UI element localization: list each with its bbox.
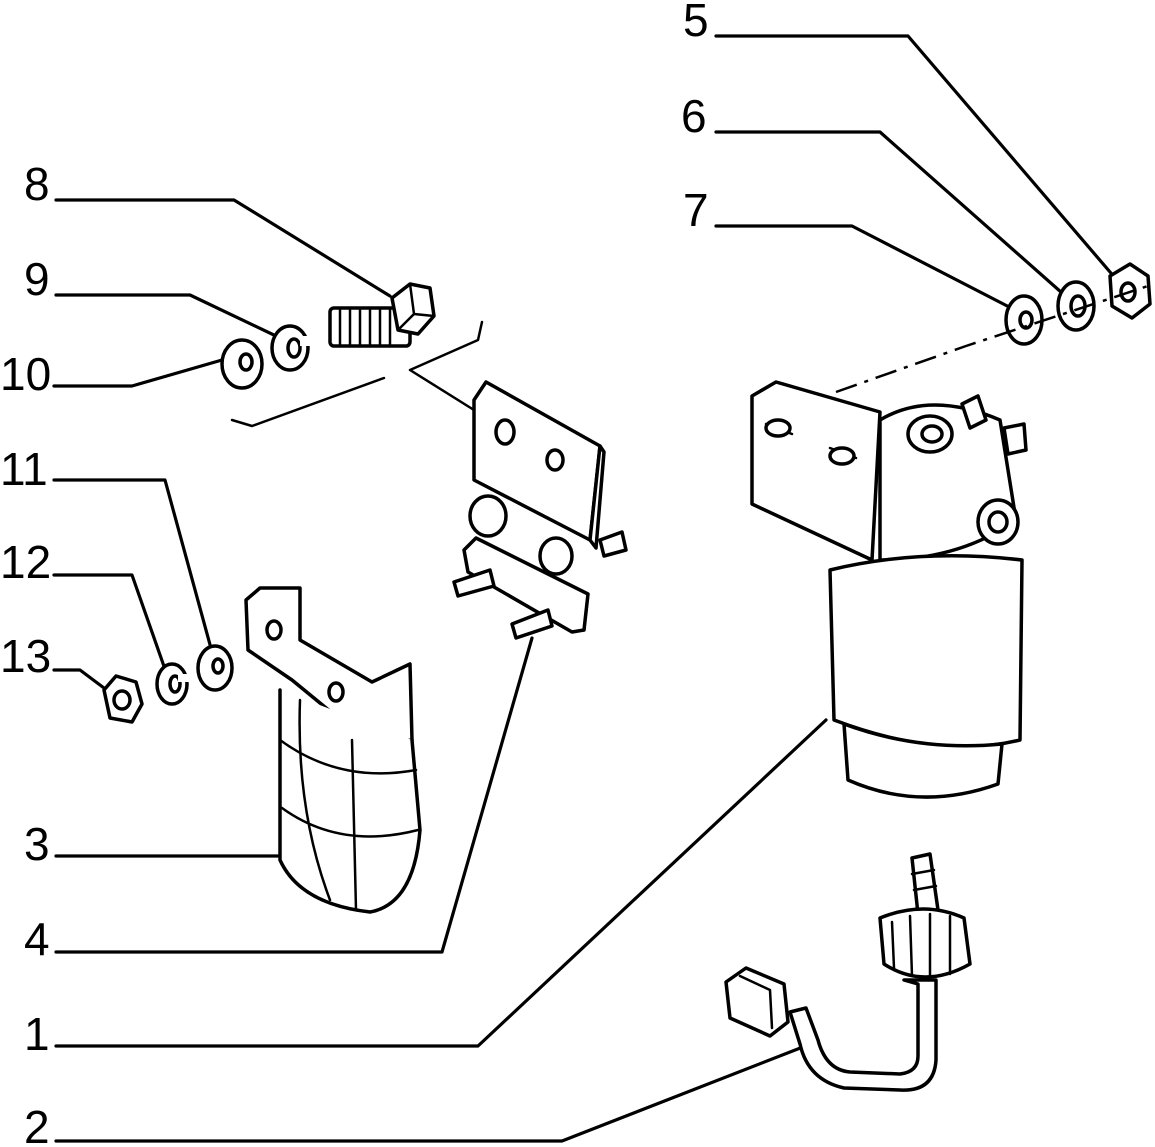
fuel-filter xyxy=(750,380,1028,799)
mounting-plate xyxy=(452,380,628,640)
leader-6 xyxy=(714,130,1072,302)
water-sensor xyxy=(724,852,972,1092)
assembly-axis xyxy=(835,284,1149,394)
leader-11 xyxy=(52,478,214,654)
callout-10: 10 xyxy=(0,348,51,400)
leader-10 xyxy=(52,358,224,388)
leader-8 xyxy=(54,198,392,298)
callout-4: 4 xyxy=(24,913,50,965)
leader-5 xyxy=(714,34,1124,288)
leader-12 xyxy=(52,573,168,674)
leader-9 xyxy=(54,293,278,338)
bowl-guard xyxy=(244,586,422,914)
bolt xyxy=(328,282,436,348)
group-brace xyxy=(230,320,492,428)
callout-5: 5 xyxy=(683,0,709,46)
callout-13: 13 xyxy=(0,630,51,682)
washer-11 xyxy=(196,644,234,692)
leader-1 xyxy=(54,718,828,1048)
callout-12: 12 xyxy=(0,536,51,588)
nut-13 xyxy=(102,674,144,724)
split-washer-12 xyxy=(155,662,190,706)
flat-washer xyxy=(220,338,264,390)
leader-7 xyxy=(714,224,1017,312)
leader-2 xyxy=(54,1043,810,1143)
split-washer xyxy=(270,324,314,372)
callout-1: 1 xyxy=(24,1008,50,1060)
leader-lines xyxy=(52,34,1124,1143)
callout-2: 2 xyxy=(24,1101,50,1147)
leader-13 xyxy=(52,668,106,690)
callout-8: 8 xyxy=(24,158,50,210)
callout-9: 9 xyxy=(24,253,50,305)
callout-6: 6 xyxy=(681,90,707,142)
leader-4 xyxy=(54,636,534,954)
callout-3: 3 xyxy=(24,818,50,870)
washer-7 xyxy=(1004,294,1044,346)
split-washer-6 xyxy=(1056,280,1096,332)
callout-7: 7 xyxy=(683,184,709,236)
callout-11: 11 xyxy=(0,443,48,495)
